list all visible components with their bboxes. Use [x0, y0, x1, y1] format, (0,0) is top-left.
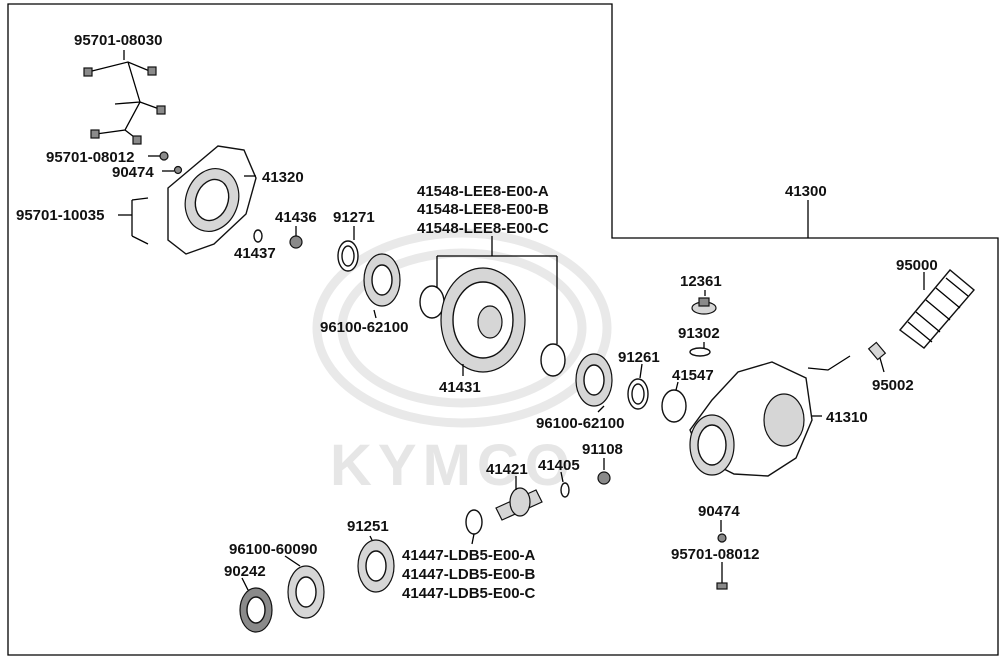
label-91251: 91251 — [347, 518, 389, 535]
washer-90474-top — [173, 165, 183, 175]
cover-41320 — [167, 145, 257, 255]
case-41310 — [689, 361, 813, 477]
bolt-95701-08012-top — [159, 151, 169, 161]
label-95002: 95002 — [872, 377, 914, 394]
clamp-95002 — [867, 341, 887, 361]
stud-95701-10035 — [131, 197, 149, 245]
label-95000: 95000 — [896, 257, 938, 274]
label-96100-62100-a: 96100-62100 — [320, 319, 408, 336]
label-96100-62100-b: 96100-62100 — [536, 415, 624, 432]
seal-91271 — [337, 240, 359, 272]
pin-41437 — [253, 229, 263, 243]
label-41310: 41310 — [826, 409, 868, 426]
bearing-91251 — [357, 539, 395, 593]
label-95701-10035: 95701-10035 — [16, 207, 104, 224]
callout-labels: 95701-08030 95701-08012 90474 95701-1003… — [16, 32, 938, 602]
leader-lines — [118, 50, 925, 591]
label-95701-08030: 95701-08030 — [74, 32, 162, 49]
bearing-96100-62100-b — [575, 353, 613, 407]
seal-90242 — [239, 587, 273, 633]
bolt-set-95701-08030 — [83, 61, 166, 145]
shim-41548-upper — [419, 285, 445, 319]
watermark-text: KYMCO — [330, 433, 576, 498]
label-41547: 41547 — [672, 367, 714, 384]
label-12361: 12361 — [680, 273, 722, 290]
label-96100-60090: 96100-60090 — [229, 541, 317, 558]
label-95701-08012-top: 95701-08012 — [46, 149, 134, 166]
label-41447-b: 41447-LDB5-E00-B — [402, 566, 536, 583]
clip-41405 — [560, 482, 570, 498]
label-90474-bottom: 90474 — [698, 503, 740, 520]
label-41431: 41431 — [439, 379, 481, 396]
boot-95000 — [898, 269, 975, 349]
o-ring-41547 — [661, 389, 687, 423]
label-41300: 41300 — [785, 183, 827, 200]
label-41447-c: 41447-LDB5-E00-C — [402, 585, 536, 602]
ring-gear-41431 — [440, 267, 526, 373]
shim-41447 — [465, 509, 483, 535]
label-41548-a: 41548-LEE8-E00-A — [417, 183, 549, 200]
label-41436: 41436 — [275, 209, 317, 226]
circlip-91302 — [689, 347, 711, 357]
label-41437: 41437 — [234, 245, 276, 262]
plug-41436 — [289, 235, 303, 249]
pinion-41421 — [495, 487, 543, 521]
washer-90474-bottom — [717, 533, 727, 543]
label-41447-a: 41447-LDB5-E00-A — [402, 547, 536, 564]
shim-41548-lower — [540, 343, 566, 377]
hose-joint — [807, 355, 851, 371]
seal-91261 — [627, 378, 649, 410]
label-95701-08012-bottom: 95701-08012 — [671, 546, 759, 563]
breather-12361 — [691, 297, 717, 315]
label-90474-top: 90474 — [112, 164, 154, 181]
label-91271: 91271 — [333, 209, 375, 226]
assembly-frame — [7, 3, 999, 656]
nut-91108 — [597, 471, 611, 485]
label-41548-c: 41548-LEE8-E00-C — [417, 220, 549, 237]
label-41421: 41421 — [486, 461, 528, 478]
label-90242: 90242 — [224, 563, 266, 580]
label-41405: 41405 — [538, 457, 580, 474]
bearing-96100-60090 — [287, 565, 325, 619]
label-91261: 91261 — [618, 349, 660, 366]
label-91108: 91108 — [582, 441, 623, 458]
bearing-96100-62100-a — [363, 253, 401, 307]
kymco-watermark: KYMCO — [312, 228, 612, 498]
label-41320: 41320 — [262, 169, 304, 186]
label-41548-b: 41548-LEE8-E00-B — [417, 201, 549, 218]
bolt-95701-08012-bottom — [716, 572, 728, 590]
label-91302: 91302 — [678, 325, 720, 342]
